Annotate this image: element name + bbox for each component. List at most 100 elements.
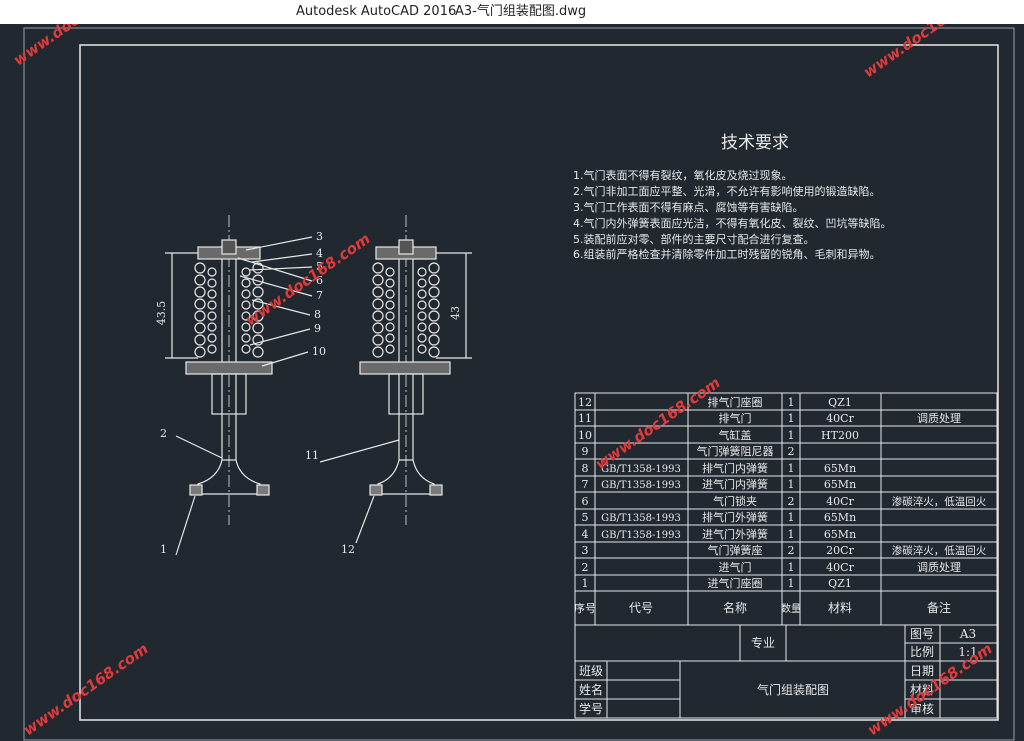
spring-coils-left (194, 262, 264, 358)
svg-text:调质处理: 调质处理 (917, 412, 961, 425)
svg-text:1: 1 (788, 561, 795, 574)
class-label: 班级 (579, 664, 603, 678)
file-title: A3-气门组装配图.dwg (455, 4, 587, 19)
svg-text:8: 8 (582, 462, 589, 475)
requirements-title: 技术要求 (721, 133, 789, 153)
callout-3: 3 (316, 230, 323, 243)
date-label: 日期 (910, 664, 934, 678)
requirements-list: 1.气门表面不得有裂纹，氧化皮及烧过现象。 2.气门非加工面应平整、光滑，不允许… (573, 168, 892, 261)
svg-text:65Mn: 65Mn (824, 528, 856, 541)
svg-text:4: 4 (582, 528, 589, 541)
svg-text:材料: 材料 (828, 601, 852, 615)
intake-valve-assembly (165, 215, 313, 556)
svg-text:1: 1 (788, 429, 795, 442)
bom-row: 10 气缸盖 1 HT200 (578, 428, 859, 442)
callout-10: 10 (312, 345, 326, 358)
svg-text:9: 9 (582, 445, 589, 458)
svg-text:QZ1: QZ1 (828, 396, 852, 409)
svg-text:进气门: 进气门 (719, 560, 752, 574)
bom-row: 6 气门锁夹 2 40Cr 渗碳淬火，低温回火 (582, 494, 987, 508)
drawing-no-value: A3 (959, 627, 976, 641)
svg-text:GB/T1358-1993: GB/T1358-1993 (601, 513, 681, 524)
bom-row: 8 GB/T1358-1993 排气门内弹簧 1 65Mn (582, 461, 857, 475)
bom-row: 3 气门弹簧座 2 20Cr 渗碳淬火，低温回火 (582, 543, 987, 557)
svg-text:2: 2 (788, 495, 795, 508)
svg-text:7: 7 (582, 478, 589, 491)
svg-text:10: 10 (578, 429, 592, 442)
svg-text:65Mn: 65Mn (824, 478, 856, 491)
callout-6: 6 (316, 274, 323, 287)
requirement-item: 2.气门非加工面应平整、光滑，不允许有影响使用的锻造缺陷。 (573, 184, 881, 198)
drawing-no-label: 图号 (910, 627, 934, 641)
material-label: 材料 (910, 683, 934, 697)
student-name-label: 姓名 (579, 682, 603, 697)
svg-text:HT200: HT200 (821, 429, 859, 442)
callout-4: 4 (316, 247, 323, 260)
svg-text:2: 2 (788, 445, 795, 458)
spring-coils-right (372, 262, 440, 358)
title-block-grid (574, 624, 998, 719)
drawing-title: 气门组装配图 (757, 682, 829, 697)
svg-text:QZ1: QZ1 (828, 577, 852, 590)
requirement-item: 4.气门内外弹簧表面应光洁，不得有氧化皮、裂纹、凹坑等缺陷。 (573, 216, 892, 230)
bom-row: 12 排气门座圈 1 QZ1 (578, 395, 852, 409)
svg-text:1: 1 (788, 478, 795, 491)
bom-row: 5 GB/T1358-1993 排气门外弹簧 1 65Mn (582, 510, 857, 524)
requirement-item: 6.组装前严格检查并清除零件加工时残留的锐角、毛刺和异物。 (573, 247, 881, 261)
svg-text:名称: 名称 (723, 600, 747, 615)
svg-text:排气门座圈: 排气门座圈 (708, 395, 763, 409)
bom-row: 9 气门弹簧阻尼器 2 (582, 444, 795, 458)
inner-frame (79, 44, 999, 721)
scale-label: 比例 (910, 645, 934, 659)
requirement-item: 1.气门表面不得有裂纹，氧化皮及烧过现象。 (573, 168, 793, 182)
svg-text:1: 1 (788, 412, 795, 425)
svg-text:3: 3 (582, 544, 589, 557)
major-label: 专业 (751, 635, 775, 650)
svg-text:2: 2 (582, 561, 589, 574)
svg-text:40Cr: 40Cr (826, 412, 854, 425)
svg-text:渗碳淬火，低温回火: 渗碳淬火，低温回火 (892, 495, 987, 508)
svg-text:序号: 序号 (574, 601, 596, 615)
svg-text:12: 12 (578, 396, 592, 409)
scale-value: 1:1 (958, 645, 977, 659)
svg-text:进气门座圈: 进气门座圈 (708, 576, 763, 590)
svg-text:气门弹簧阻尼器: 气门弹簧阻尼器 (697, 444, 774, 458)
svg-text:进气门内弹簧: 进气门内弹簧 (702, 477, 768, 491)
svg-text:GB/T1358-1993: GB/T1358-1993 (601, 480, 681, 491)
bom-row: 2 进气门 1 40Cr 调质处理 (582, 560, 962, 574)
svg-text:排气门内弹簧: 排气门内弹簧 (702, 461, 768, 475)
svg-text:6: 6 (582, 495, 589, 508)
svg-text:GB/T1358-1993: GB/T1358-1993 (601, 530, 681, 541)
svg-text:气缸盖: 气缸盖 (719, 428, 752, 442)
callout-2: 2 (160, 427, 167, 440)
svg-text:20Cr: 20Cr (826, 544, 854, 557)
bom-row: 7 GB/T1358-1993 进气门内弹簧 1 65Mn (582, 477, 857, 491)
svg-text:40Cr: 40Cr (826, 561, 854, 574)
callout-1: 1 (160, 543, 167, 556)
app-title: Autodesk AutoCAD 2016 (296, 4, 457, 19)
callout-7: 7 (316, 289, 323, 302)
svg-text:GB/T1358-1993: GB/T1358-1993 (601, 464, 681, 475)
bom-row: 11 排气门 1 40Cr 调质处理 (578, 411, 961, 425)
svg-text:排气门: 排气门 (719, 411, 752, 425)
callout-9: 9 (314, 322, 321, 335)
outer-frame (23, 27, 1015, 741)
drawing-canvas[interactable]: 技术要求 1.气门表面不得有裂纹，氧化皮及烧过现象。 2.气门非加工面应平整、光… (0, 24, 1024, 741)
svg-text:1: 1 (788, 528, 795, 541)
svg-text:2: 2 (788, 544, 795, 557)
svg-text:气门锁夹: 气门锁夹 (713, 494, 757, 508)
svg-text:5: 5 (582, 511, 589, 524)
watermark: www.doc168.com (10, 24, 142, 69)
callout-12: 12 (341, 543, 355, 556)
dimension-right: 43 (449, 306, 462, 320)
bom-table-grid (574, 392, 998, 626)
svg-text:11: 11 (578, 412, 592, 425)
drawing-sheet: 技术要求 1.气门表面不得有裂纹，氧化皮及烧过现象。 2.气门非加工面应平整、光… (10, 24, 1015, 741)
bom-row: 1 进气门座圈 1 QZ1 (582, 576, 852, 590)
callout-8: 8 (314, 308, 321, 321)
svg-text:备注: 备注 (927, 600, 951, 615)
svg-text:排气门外弹簧: 排气门外弹簧 (702, 510, 768, 524)
watermark: www.doc168.com (20, 640, 152, 740)
svg-text:进气门外弹簧: 进气门外弹簧 (702, 527, 768, 541)
svg-text:1: 1 (788, 511, 795, 524)
